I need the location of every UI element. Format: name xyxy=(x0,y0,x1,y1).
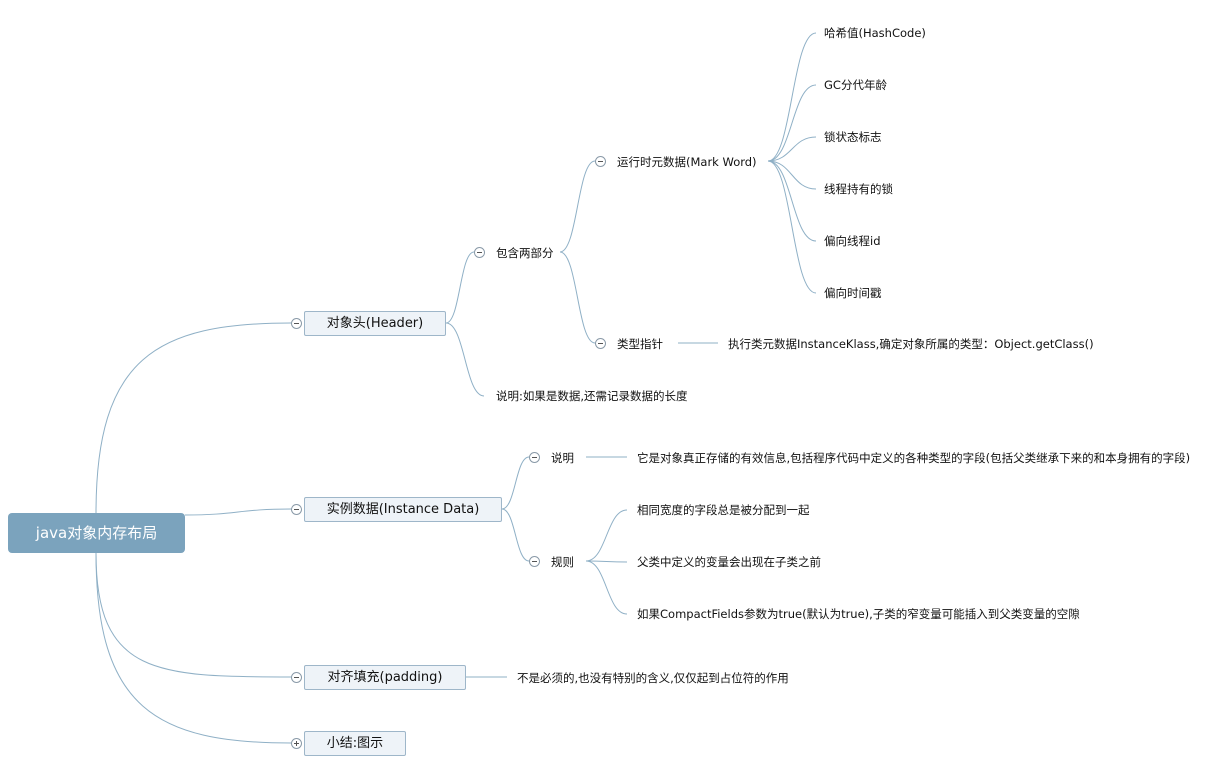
rule-item[interactable]: 如果CompactFields参数为true(默认为true),子类的窄变量可能… xyxy=(637,607,1080,621)
node-contains-two-parts[interactable]: 包含两部分 xyxy=(496,246,554,260)
connector-line xyxy=(95,552,292,678)
padding-detail[interactable]: 不是必须的,也没有特别的含义,仅仅起到占位符的作用 xyxy=(517,671,789,685)
collapse-header-icon[interactable] xyxy=(291,318,302,329)
mark-word-item[interactable]: 线程持有的锁 xyxy=(824,182,893,196)
node-rules[interactable]: 规则 xyxy=(551,555,574,569)
connector-line xyxy=(585,560,628,615)
type-pointer-detail[interactable]: 执行类元数据InstanceKlass,确定对象所属的类型：Object.get… xyxy=(728,337,1094,351)
root-node[interactable]: java对象内存布局 xyxy=(8,513,185,553)
connector-line xyxy=(559,160,596,253)
connector-line xyxy=(767,160,817,242)
connector-line xyxy=(767,136,817,162)
collapse-rules-icon[interactable] xyxy=(529,556,540,567)
connector-line xyxy=(767,84,817,162)
expand-summary-icon[interactable] xyxy=(291,738,302,749)
connector-line xyxy=(445,322,485,397)
connector-line xyxy=(95,322,292,514)
node-padding[interactable]: 对齐填充(padding) xyxy=(304,665,466,690)
connector-line xyxy=(95,552,292,744)
header-note[interactable]: 说明:如果是数据,还需记录数据的长度 xyxy=(496,389,688,403)
node-instance-data[interactable]: 实例数据(Instance Data) xyxy=(304,497,502,522)
collapse-mark-word-icon[interactable] xyxy=(595,156,606,167)
mark-word-item[interactable]: 锁状态标志 xyxy=(824,130,882,144)
collapse-padding-icon[interactable] xyxy=(291,672,302,683)
connector-line xyxy=(767,160,817,294)
collapse-contains-icon[interactable] xyxy=(474,247,485,258)
connector-line xyxy=(184,508,292,516)
connector-line xyxy=(559,251,596,344)
connector-line xyxy=(501,508,530,562)
node-summary[interactable]: 小结:图示 xyxy=(304,731,406,756)
connector-line xyxy=(767,160,817,190)
mark-word-item[interactable]: 偏向线程id xyxy=(824,234,881,248)
rule-item[interactable]: 父类中定义的变量会出现在子类之前 xyxy=(637,555,821,569)
connector-line xyxy=(585,560,628,563)
mark-word-item[interactable]: GC分代年龄 xyxy=(824,78,887,92)
connector-line xyxy=(445,251,475,324)
node-type-pointer[interactable]: 类型指针 xyxy=(617,337,663,351)
collapse-instance-data-icon[interactable] xyxy=(291,504,302,515)
collapse-description-icon[interactable] xyxy=(529,452,540,463)
collapse-type-pointer-icon[interactable] xyxy=(595,338,606,349)
mark-word-item[interactable]: 偏向时间戳 xyxy=(824,286,882,300)
rule-item[interactable]: 相同宽度的字段总是被分配到一起 xyxy=(637,503,810,517)
node-header[interactable]: 对象头(Header) xyxy=(304,311,446,336)
connector-line xyxy=(585,509,628,562)
description-detail[interactable]: 它是对象真正存储的有效信息,包括程序代码中定义的各种类型的字段(包括父类继承下来… xyxy=(637,451,1191,465)
mark-word-item[interactable]: 哈希值(HashCode) xyxy=(824,26,926,40)
node-description[interactable]: 说明 xyxy=(551,451,574,465)
connector-line xyxy=(501,456,530,510)
node-mark-word[interactable]: 运行时元数据(Mark Word) xyxy=(617,155,757,169)
connector-line xyxy=(767,32,817,162)
